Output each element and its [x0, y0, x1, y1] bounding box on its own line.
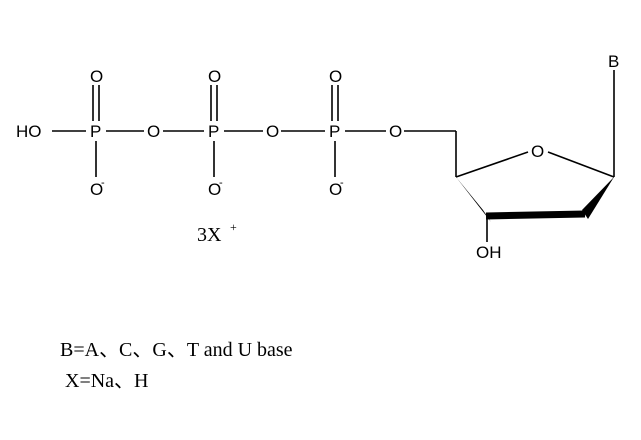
anionic-oxygen-3-label: O	[329, 180, 342, 199]
phosphorus-2-label: P	[208, 122, 219, 141]
ring-oxygen-label: O	[531, 142, 544, 161]
sugar-hydroxyl-label: OH	[476, 243, 502, 262]
anionic-oxygen-1-charge: -	[101, 177, 105, 189]
legend-counterion-definition: X=Na、H	[65, 370, 149, 392]
wedge-c4-c3	[456, 177, 491, 222]
anionic-oxygen-2-label: O	[208, 180, 221, 199]
bold-bond-c3-c2	[485, 210, 586, 220]
base-label: B	[608, 52, 619, 71]
phosphorus-3-label: P	[329, 122, 340, 141]
bond-oring-c1	[547, 151, 615, 178]
top-oxygen-1-label: O	[90, 67, 103, 86]
counterion-coefficient: 3X	[197, 224, 222, 246]
anionic-oxygen-1-label: O	[90, 180, 103, 199]
bond-c4-oring	[455, 151, 529, 178]
hydroxyl-label: HO	[16, 122, 42, 141]
top-oxygen-3-label: O	[329, 67, 342, 86]
anionic-oxygen-2-charge: -	[219, 177, 223, 189]
counterion-charge: +	[230, 220, 237, 234]
bridge-oxygen-1-label: O	[147, 122, 160, 141]
anionic-oxygen-3-charge: -	[340, 177, 344, 189]
phosphorus-1-label: P	[90, 122, 101, 141]
wedge-c1-c2	[582, 177, 614, 219]
top-oxygen-2-label: O	[208, 67, 221, 86]
bridge-oxygen-2-label: O	[266, 122, 279, 141]
bridge-oxygen-3-label: O	[389, 122, 402, 141]
legend-base-definition: B=A、C、G、T and U base	[60, 339, 293, 361]
